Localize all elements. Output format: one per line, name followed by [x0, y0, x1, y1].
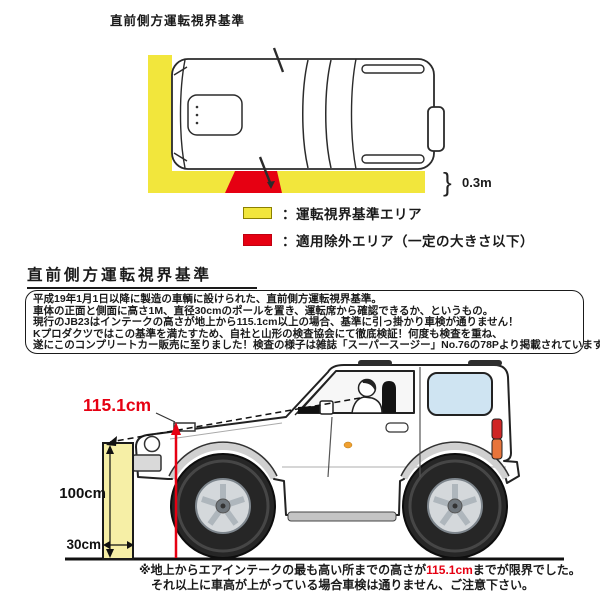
visibility-area-vertical-strip — [148, 55, 172, 193]
section-heading: 直前側方運転視界基準 — [27, 263, 258, 289]
seat-headrest — [382, 381, 396, 413]
top-view-diagram: } 0.3m — [148, 47, 492, 197]
description-line: Kプロダクツではこの基準を満たすため、自社と山形の検査協会にて徹底検証！何度も検… — [33, 327, 503, 340]
brace-glyph: } — [443, 167, 452, 197]
roof-rail-bottom — [361, 154, 425, 164]
pole-height-label: 100cm — [59, 485, 106, 502]
description-box: 平成19年1月1日以降に製造の車輌に設けられた、直前側方運転視界基準。 車体の正… — [25, 290, 600, 354]
mirror-tip — [267, 181, 275, 189]
legend-row-visibility: ：運転視界基準エリア — [243, 203, 422, 223]
tail-light-red — [491, 418, 503, 440]
pole-width-label: 30cm — [66, 537, 101, 552]
windshield-front-edge — [302, 59, 309, 169]
side-view-diagram: 115.1cm 100cm 30cm — [59, 360, 564, 561]
note-line1-post: までが限界でした。 — [472, 563, 581, 577]
antenna-mirror-top — [272, 47, 285, 73]
rear-quarter-window — [427, 372, 493, 416]
b-pillar-line — [350, 58, 357, 170]
pole-height-measure — [106, 445, 114, 558]
driver-hair — [362, 379, 375, 391]
roof-rail-front — [358, 360, 392, 366]
note-line1-pre: ※地上からエアインテークの最も高い所までの高さが — [139, 563, 427, 577]
tail-light-amber — [491, 438, 503, 460]
roof-rail-top — [361, 64, 425, 74]
legend-label-exclusion: ：適用除外エリア（一定の大きさ以下） — [282, 234, 534, 249]
side-mirror-stick — [258, 156, 273, 186]
note-line1-highlight: 115.1cm — [426, 563, 473, 577]
front-fender-flare — [168, 443, 278, 480]
rear-fender-flare — [400, 443, 510, 480]
side-marker — [343, 441, 353, 449]
car-side-view — [132, 360, 520, 559]
pole-width-measure — [103, 541, 134, 549]
hood-crease — [169, 422, 283, 440]
intake-height-label: 115.1cm — [83, 395, 151, 415]
sight-line-arrow — [106, 436, 117, 446]
headlight — [143, 435, 161, 453]
front-flare-outline — [168, 441, 278, 477]
test-pole — [102, 442, 134, 560]
windshield-rear-edge — [325, 59, 332, 169]
note-line-2: それ以上に車高が上がっている場合車検は通りません、ご注意下さい。 — [151, 578, 535, 592]
visibility-area-horizontal-strip — [148, 171, 425, 193]
driver-sight-line — [109, 397, 361, 443]
rear-flare-outline — [400, 441, 510, 477]
car-front-bumper-line — [179, 59, 186, 169]
top-diagram-title: 直前側方運転視界基準 — [110, 14, 246, 28]
headlight-slits — [173, 66, 188, 162]
note-line-1: ※地上からエアインテークの最も高い所までの高さが115.1cmまでが限界でした。 — [139, 561, 581, 578]
rear-wheel — [402, 453, 508, 559]
description-line: 車体の正面と側面に高さ1M、直径30cmのポールを置き、運転席から確認できるか、… — [33, 304, 494, 317]
side-step — [287, 511, 397, 522]
front-wheel — [170, 453, 276, 559]
legend-row-exclusion: ：適用除外エリア（一定の大きさ以下） — [243, 230, 534, 250]
legend-swatch-red — [243, 234, 272, 246]
legend-swatch-yellow — [243, 207, 272, 219]
driver-figure — [351, 378, 383, 414]
car-top-view — [171, 47, 445, 189]
door-seams — [327, 367, 421, 478]
roof-rail-rear — [468, 360, 502, 366]
side-mirror — [319, 400, 334, 415]
strip-width-label: 0.3m — [462, 175, 492, 190]
description-line: 平成19年1月1日以降に製造の車輌に設けられた、直前側方運転視界基準。 — [33, 293, 382, 305]
legend-label-visibility: ：運転視界基準エリア — [282, 207, 422, 222]
front-bumper — [132, 454, 162, 472]
intake-height-measure — [155, 412, 181, 558]
door-handle — [385, 422, 409, 433]
rear-spare-box — [427, 106, 445, 152]
description-line: 現行のJB23はインテークの高さが地上から115.1cm以上の場合、基準に引っ掛… — [33, 316, 519, 329]
description-line: 遂にこのコンプリートカー販売に至りました！検査の様子は雑誌「スーパースージー」N… — [33, 339, 600, 352]
hood-panel — [187, 94, 243, 136]
